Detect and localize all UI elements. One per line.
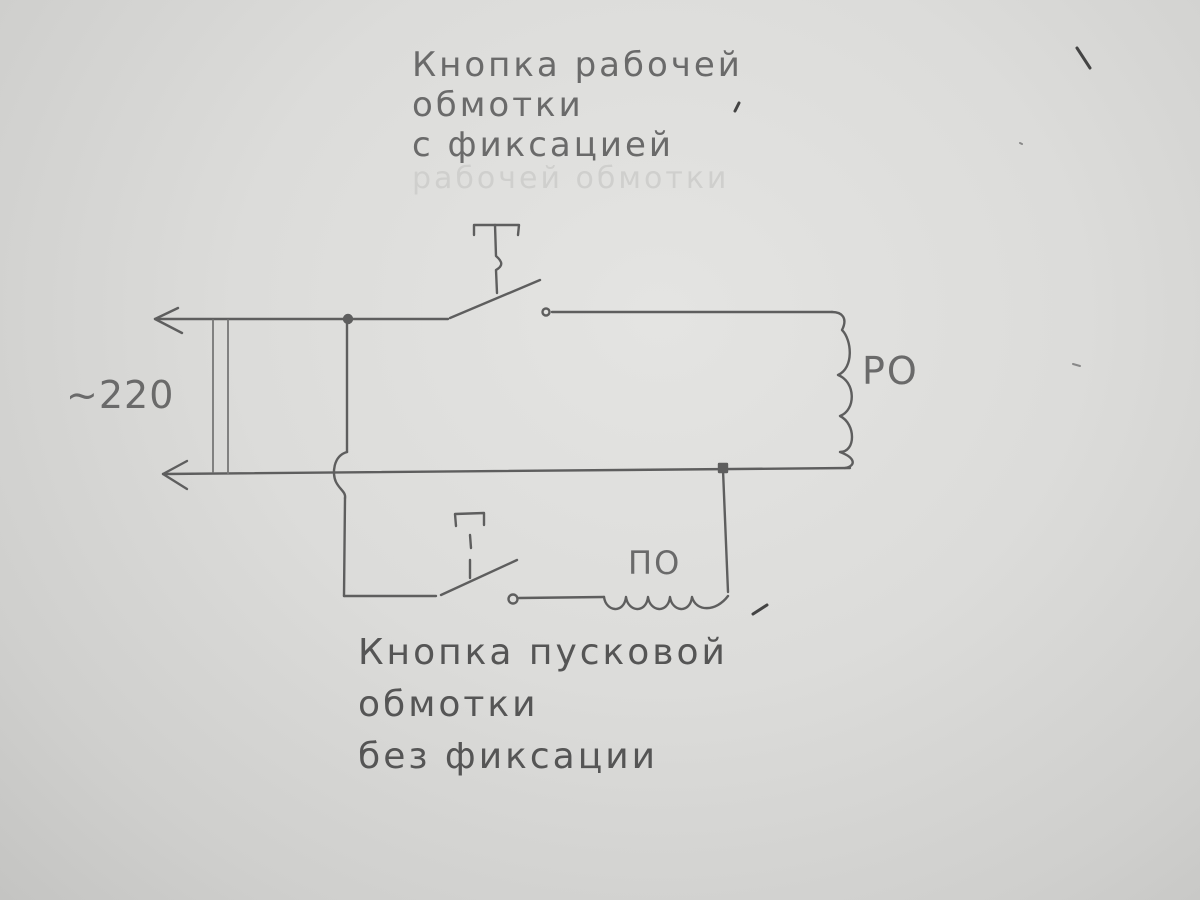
supply-voltage-text: ~220 [66,373,175,417]
start-winding-text: ПО [628,544,682,582]
run-button-switch [448,223,834,320]
start-caption-line-2: обмотки [358,684,539,725]
supply-top-arrow [153,306,450,335]
run-caption-line-3: с фиксацией [412,125,674,165]
start-button-caption: Кнопка пусковой обмотки без фиксации [358,630,728,780]
run-button-caption: Кнопка рабочей обмотки с фиксацией рабоч… [412,42,743,202]
run-caption-line-1: Кнопка рабочей [412,45,743,85]
run-winding-text: РО [862,349,919,393]
start-button-switch [439,511,606,605]
run-caption-line-2: обмотки [412,85,584,125]
start-caption-line-1: Кнопка пусковой [358,632,728,673]
start-caption-line-3: без фиксации [358,736,659,777]
stray-pencil-marks [733,46,1092,616]
start-winding-coil [602,594,730,611]
run-winding-coil [830,310,854,470]
erased-ghost-text: рабочей обмотки [412,161,730,196]
supply-voltage-label: ~220 [66,372,174,418]
start-winding-label: ПО [628,540,681,586]
supply-terminal-bars [212,319,229,475]
supply-bottom-arrow [161,459,852,491]
run-winding-label: РО [862,348,919,394]
junction-dot-bottom [717,462,730,594]
crossover-wire [332,318,438,598]
